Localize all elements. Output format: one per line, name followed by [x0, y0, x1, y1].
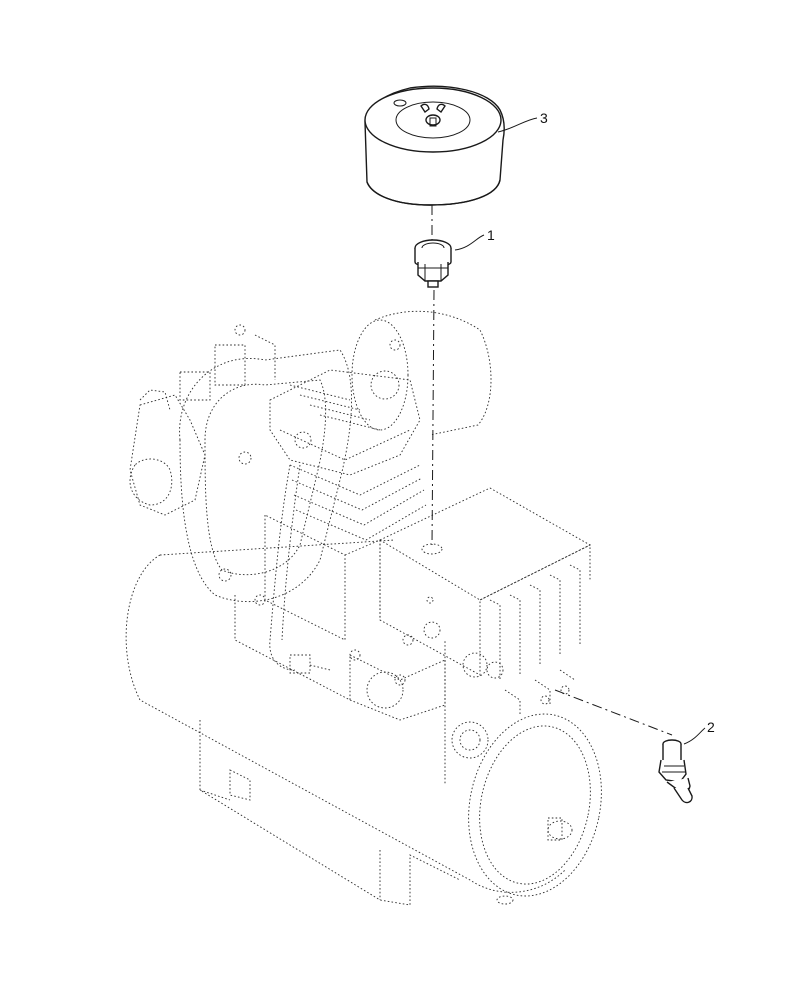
callout-label-2: 2	[707, 719, 715, 735]
callout-leaders	[454, 117, 706, 745]
callout-label-1: 1	[487, 227, 495, 243]
valve-part-2	[658, 739, 693, 804]
callout-label-3: 3	[540, 110, 548, 126]
air-filter-part	[364, 85, 505, 206]
fitting-part-1	[414, 239, 452, 288]
compressor-assembly-phantom	[125, 310, 602, 906]
assembly-centerlines	[431, 205, 673, 736]
